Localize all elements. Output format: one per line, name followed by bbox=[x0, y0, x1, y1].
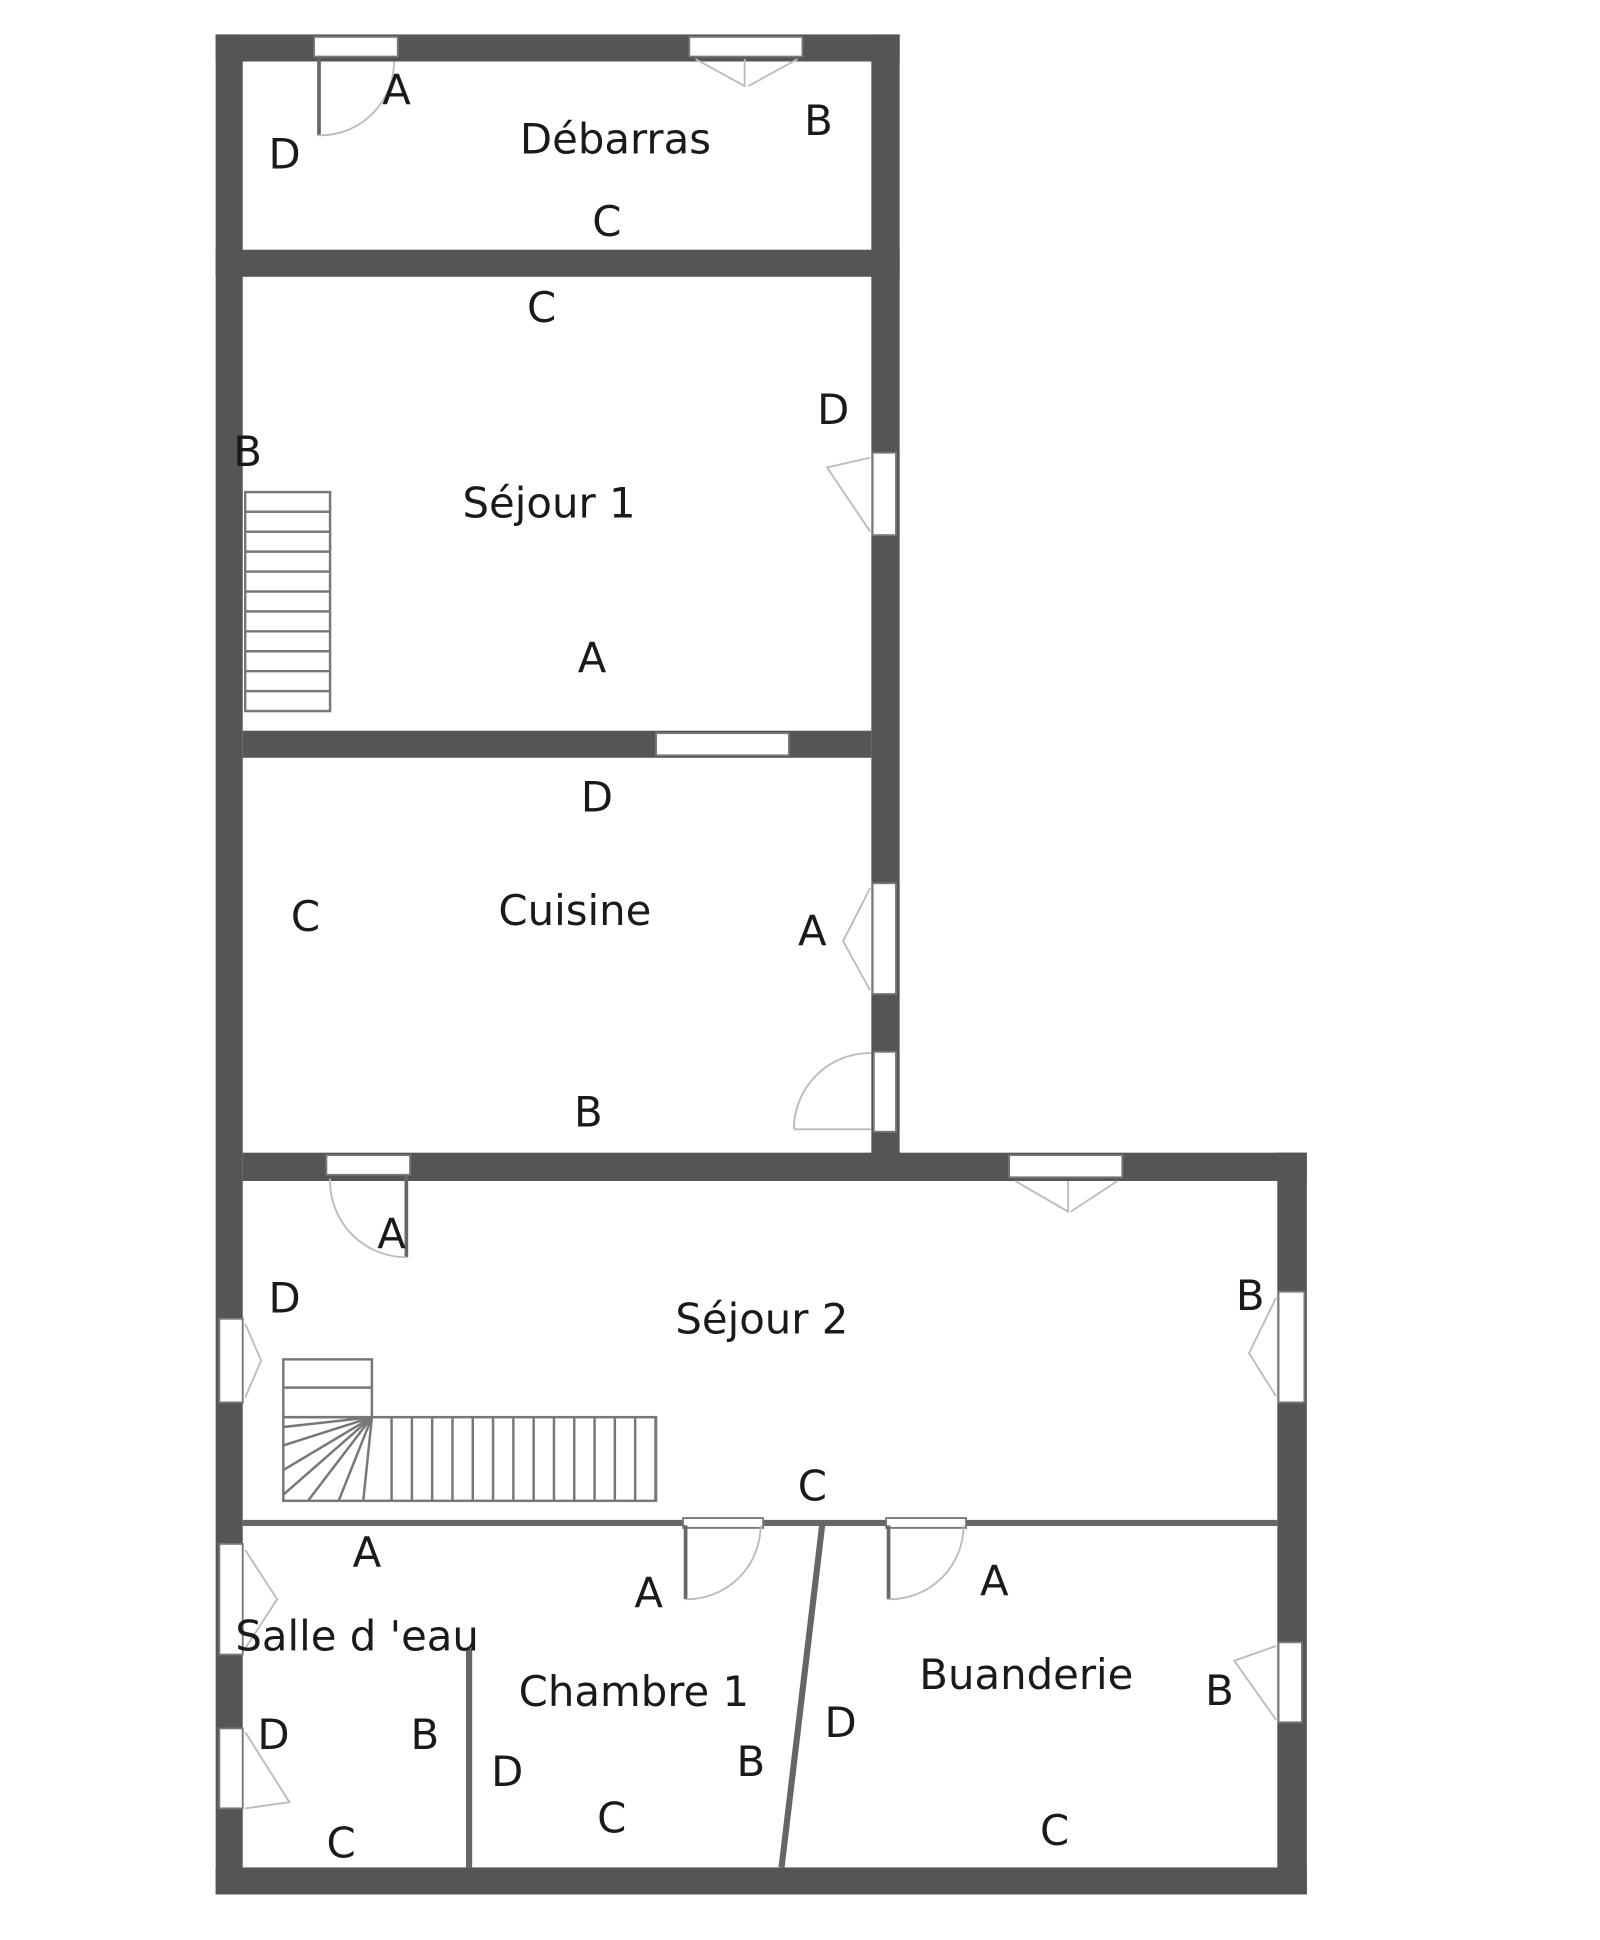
staircase-sejour2 bbox=[282, 1358, 658, 1503]
window-swing bbox=[825, 456, 871, 532]
room-name: Cuisine bbox=[498, 886, 651, 935]
window-buanderie bbox=[1277, 1641, 1303, 1724]
openings bbox=[218, 35, 1306, 1810]
wall-label: A bbox=[798, 907, 827, 956]
staircase-sejour1 bbox=[243, 490, 332, 713]
window-sejour2-left bbox=[218, 1317, 244, 1404]
wall-label: D bbox=[824, 1698, 856, 1747]
window-swing bbox=[694, 58, 798, 88]
window-swing bbox=[244, 1323, 263, 1398]
wall-label: C bbox=[291, 892, 320, 941]
wall-label: C bbox=[527, 283, 556, 332]
wall-label: C bbox=[592, 197, 621, 246]
wall-cuisine-sejour2 bbox=[242, 1152, 1307, 1181]
wall-label: A bbox=[578, 634, 607, 683]
room-name: Séjour 2 bbox=[675, 1294, 848, 1343]
door-sejour2 bbox=[325, 1154, 411, 1176]
wall-label: C bbox=[1040, 1806, 1069, 1855]
room-name: Chambre 1 bbox=[519, 1667, 749, 1716]
stair-tread bbox=[306, 1416, 373, 1502]
window-sejour2-top bbox=[1008, 1154, 1124, 1179]
window-sejour1-cuisine bbox=[655, 732, 790, 757]
wall-label: D bbox=[581, 773, 613, 822]
wall-label: A bbox=[377, 1209, 406, 1258]
wall-label: B bbox=[574, 1088, 603, 1137]
room-buanderie: Buanderie A B C D bbox=[824, 1556, 1233, 1855]
wall-right-upper bbox=[871, 34, 900, 1179]
wall-label: A bbox=[980, 1556, 1009, 1605]
door-swing bbox=[888, 1525, 965, 1601]
door-chambre1 bbox=[682, 1517, 765, 1529]
wall-label: C bbox=[327, 1818, 356, 1867]
wall-label: D bbox=[268, 1273, 300, 1322]
stair-tread bbox=[362, 1417, 374, 1501]
door-cuisine bbox=[872, 1050, 897, 1133]
window-swing bbox=[842, 887, 871, 991]
window-swing bbox=[1014, 1180, 1118, 1214]
wall-label: B bbox=[1205, 1666, 1234, 1715]
window-salle-eau-1 bbox=[218, 1542, 244, 1656]
wall-outer-bottom bbox=[215, 1867, 1307, 1895]
room-sejour1: Séjour 1 A B C D bbox=[233, 283, 849, 683]
door-debarras bbox=[313, 35, 399, 58]
room-name: Buanderie bbox=[919, 1650, 1133, 1699]
window-swing bbox=[1232, 1645, 1277, 1721]
room-sejour2: Séjour 2 A B C D bbox=[268, 1209, 1264, 1510]
wall-label: C bbox=[798, 1462, 827, 1511]
wall-label: D bbox=[257, 1710, 289, 1759]
room-debarras: Débarras A B C D bbox=[268, 65, 832, 246]
room-chambre1: Chambre 1 A B C D bbox=[491, 1569, 765, 1843]
window-swing bbox=[1247, 1297, 1277, 1397]
door-swing bbox=[329, 1178, 407, 1259]
door-swing bbox=[685, 1525, 762, 1601]
window-sejour1 bbox=[871, 451, 897, 537]
room-salle-eau: Salle d 'eau A B C D bbox=[235, 1528, 479, 1867]
door-buanderie bbox=[885, 1517, 967, 1529]
wall-label: B bbox=[233, 427, 262, 476]
wall-label: D bbox=[491, 1747, 523, 1796]
window-swing bbox=[244, 1731, 292, 1810]
stair-tread bbox=[283, 1415, 373, 1429]
stair-tread bbox=[282, 1416, 373, 1472]
window-salle-eau-2 bbox=[218, 1727, 244, 1810]
room-cuisine: Cuisine A B C D bbox=[291, 773, 827, 1137]
wall-debarras-sejour1 bbox=[215, 249, 900, 277]
wall-chambre-buanderie bbox=[778, 1525, 826, 1868]
wall-label: D bbox=[268, 129, 300, 178]
stair-tread bbox=[282, 1416, 373, 1496]
window-cuisine bbox=[871, 882, 897, 995]
room-name: Séjour 1 bbox=[463, 479, 636, 528]
wall-label: B bbox=[1236, 1271, 1265, 1320]
wall-label: A bbox=[634, 1569, 663, 1618]
stair-tread bbox=[282, 1415, 373, 1447]
window-debarras bbox=[688, 35, 804, 58]
stair-tread bbox=[337, 1416, 374, 1502]
wall-right-lower bbox=[1277, 1152, 1307, 1895]
wall-label: A bbox=[382, 65, 411, 114]
wall-label: A bbox=[353, 1528, 382, 1577]
wall-label: B bbox=[736, 1737, 765, 1786]
room-name: Salle d 'eau bbox=[235, 1612, 479, 1661]
room-name: Débarras bbox=[520, 115, 711, 164]
wall-label: C bbox=[597, 1794, 626, 1843]
wall-label: D bbox=[817, 385, 849, 434]
window-sejour2-right bbox=[1277, 1290, 1306, 1404]
window-swing bbox=[244, 1549, 279, 1649]
wall-label: B bbox=[804, 96, 833, 145]
door-swing bbox=[318, 61, 395, 137]
door-swing bbox=[792, 1052, 872, 1131]
wall-label: B bbox=[410, 1710, 439, 1759]
